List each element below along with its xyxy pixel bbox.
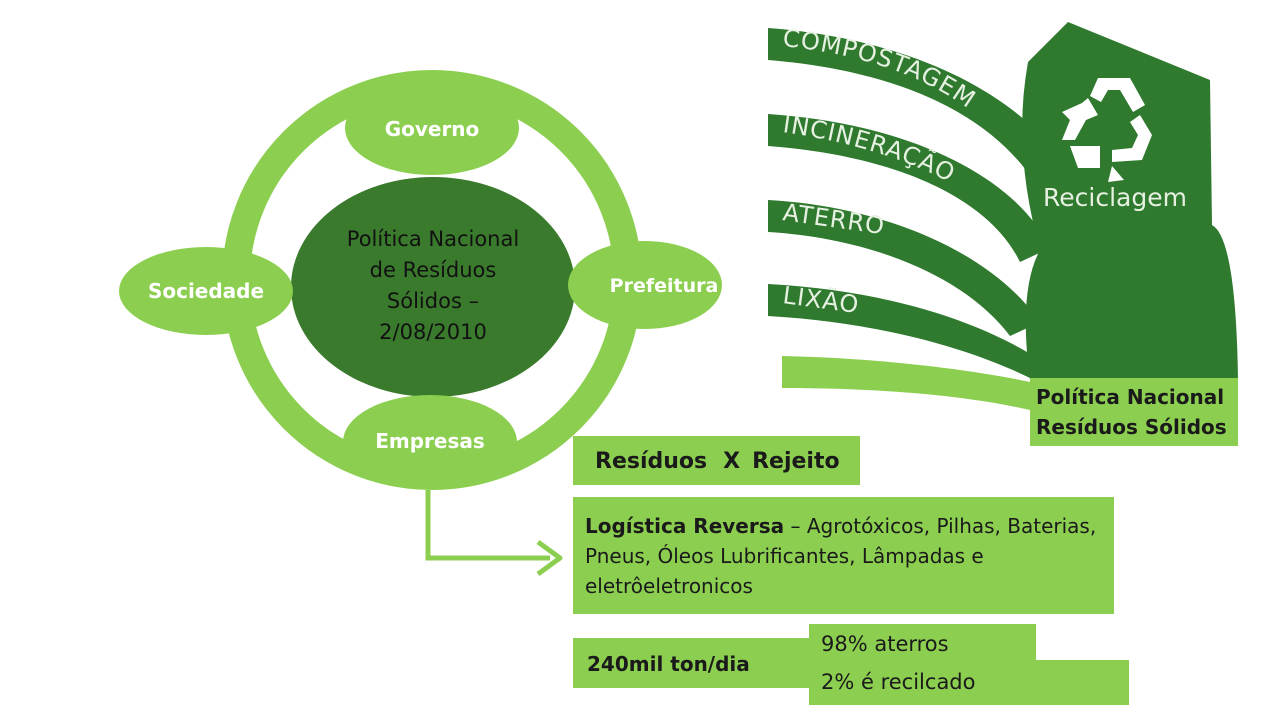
- logistica-reversa-box: Logística Reversa – Agrotóxicos, Pilhas,…: [573, 497, 1114, 614]
- tonnage-box: 240mil ton/dia: [573, 638, 813, 688]
- label-compostagem: COMPOSTAGEM: [782, 24, 981, 114]
- aterros-box: 98% aterros: [809, 624, 1036, 664]
- label-sociedade: Sociedade: [148, 279, 264, 303]
- connector-line: [425, 490, 550, 561]
- pnrs-line-1: Política Nacional: [1036, 385, 1225, 409]
- path-pnrs: [782, 356, 1030, 410]
- center-line-2: de Resíduos: [370, 258, 497, 282]
- pnrs-box: Política Nacional Resíduos Sólidos: [1030, 378, 1238, 446]
- residuos-rejeito-box: Resíduos X Rejeito: [573, 436, 860, 485]
- center-line-1: Política Nacional: [347, 227, 519, 251]
- label-prefeitura: Prefeitura: [610, 275, 719, 297]
- tonnage-label: 240mil ton/dia: [587, 652, 750, 676]
- path-lixao: [768, 284, 1040, 378]
- residuos-label: Resíduos: [595, 449, 708, 474]
- logistica-text: – Agrotóxicos, Pilhas, Baterias, Pneus, …: [585, 514, 1097, 598]
- path-aterro: [768, 200, 1040, 336]
- pnrs-line-2: Resíduos Sólidos: [1036, 415, 1227, 439]
- recycle-icon: [1062, 78, 1152, 182]
- label-reciclagem: Reciclagem: [1043, 183, 1187, 212]
- reciclado-label: 2% é recilcado: [821, 670, 976, 694]
- aterros-label: 98% aterros: [821, 632, 949, 656]
- center-line-3: Sólidos –: [387, 289, 479, 313]
- center-ellipse: [291, 177, 575, 397]
- label-governo: Governo: [385, 117, 480, 141]
- center-label: Política Nacional de Resíduos Sólidos – …: [347, 227, 519, 344]
- logistica-title: Logística Reversa: [585, 514, 785, 538]
- reciclado-box: 2% é recilcado: [809, 660, 1129, 705]
- center-line-4: 2/08/2010: [379, 320, 487, 344]
- node-sociedade: [119, 247, 293, 335]
- arrow-head: [536, 539, 563, 577]
- rejeito-label: Rejeito: [752, 449, 840, 474]
- node-governo: [345, 81, 519, 175]
- label-empresas: Empresas: [375, 429, 485, 453]
- x-label: X: [723, 449, 741, 474]
- node-prefeitura: [568, 241, 722, 329]
- path-incineracao: [768, 114, 1050, 262]
- node-empresas: [343, 395, 517, 489]
